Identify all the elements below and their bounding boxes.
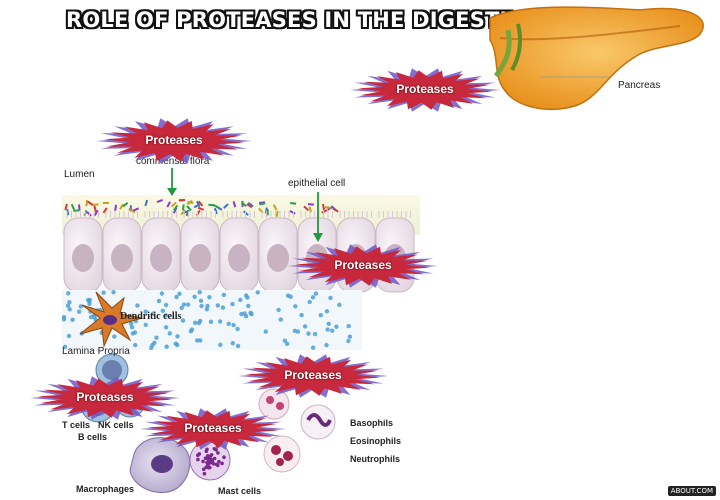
t-cells-label: T cells [62,420,91,430]
basophils-label: Basophils [350,418,394,428]
dendritic-cell [79,291,143,348]
protease-burst-epithelial: Proteases [288,244,438,288]
macrophage [129,437,191,493]
arrow-epithelial-cell [313,192,323,242]
mast-cells-label: Mast cells [218,486,262,496]
nk-cells-label: NK cells [98,420,134,430]
lamina-propria-label: Lamina Propria [62,346,130,357]
protease-burst-left: Proteases [30,376,180,420]
pancreas-organ [489,6,704,111]
protease-burst-pancreas: Proteases [350,68,500,112]
protease-burst-lower: Proteases [140,408,286,450]
protease-burst-flora: Proteases [96,118,252,164]
commensal-flora-label: commensal flora [136,156,210,167]
epithelial-cell-label: epithelial cell [288,178,346,189]
neutrophils-label: Neutrophils [350,454,401,464]
protease-burst-center: Proteases [238,354,388,398]
granulocytes [258,388,336,473]
macrophages-label: Macrophages [76,484,135,494]
dendritic-cells-label: Dendritic cells [120,311,182,322]
eosinophils-label: Eosinophils [350,436,402,446]
pancreas-label: Pancreas [618,80,661,91]
arrow-commensal-flora [167,168,177,196]
watermark: ABOUT.COM [667,486,716,496]
lumen-label: Lumen [64,169,95,180]
b-cells-label: B cells [78,432,108,442]
commensal-flora [64,198,339,217]
